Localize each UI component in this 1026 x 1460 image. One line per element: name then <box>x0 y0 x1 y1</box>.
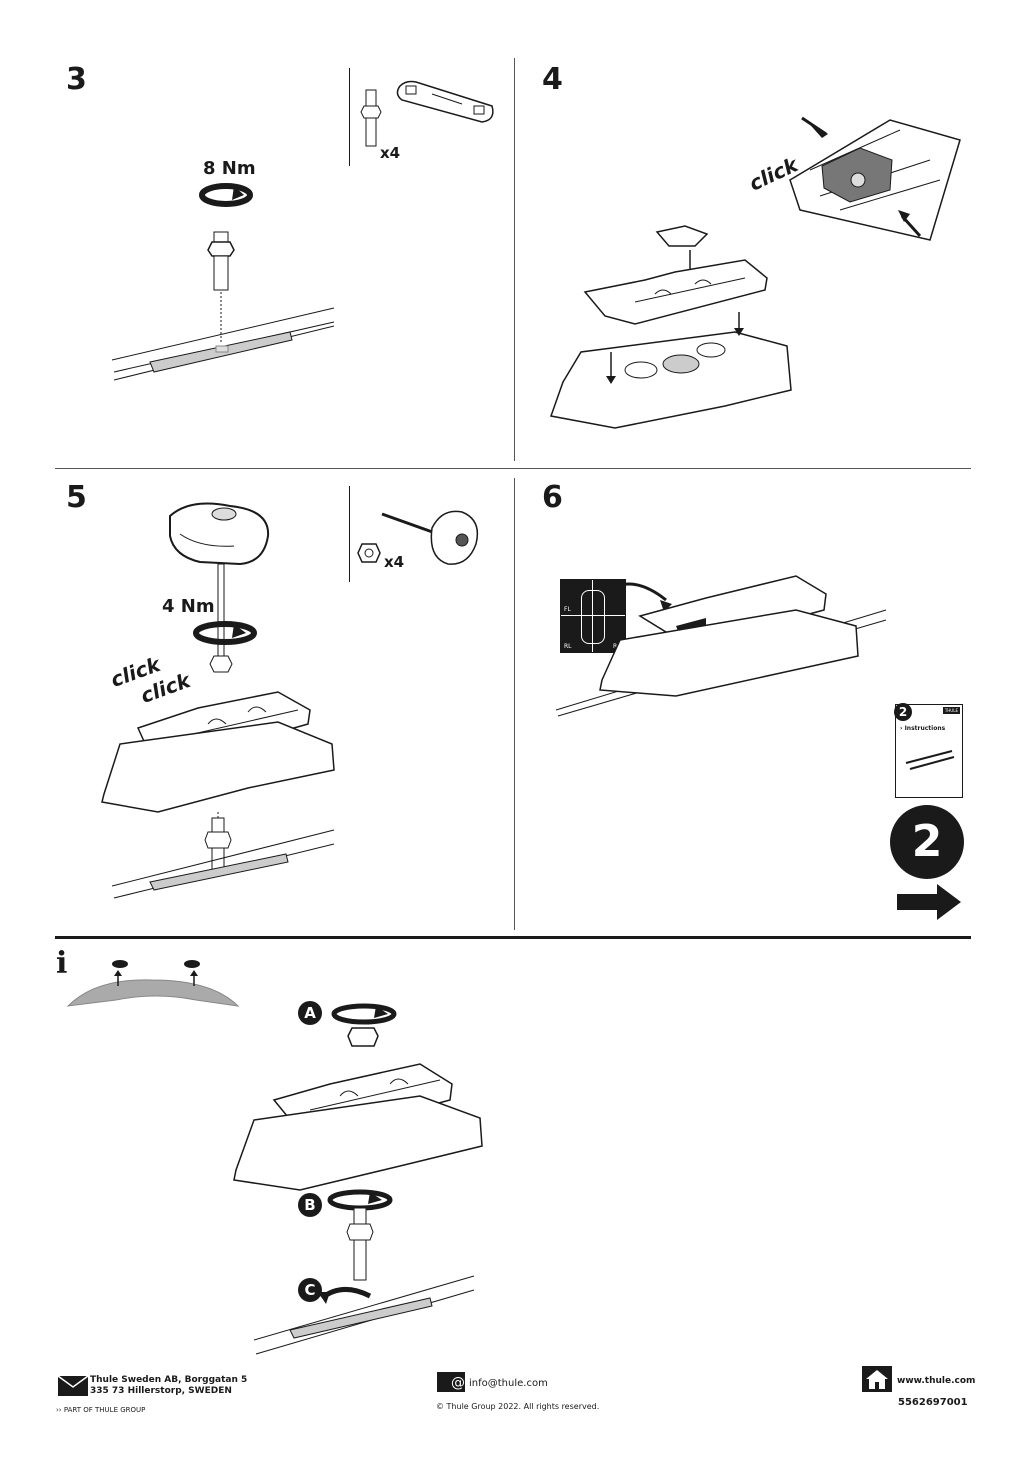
step-6-placement-illustration <box>555 575 887 717</box>
next-booklet-thumbnail: 2 THULE › Instructions <box>894 703 963 798</box>
step-3-torque: 8 Nm <box>203 158 256 179</box>
next-booklet-brand: THULE <box>942 707 960 714</box>
info-icon: i <box>56 946 68 981</box>
torque-wrench-illustration <box>169 502 270 673</box>
email-icon: @ <box>437 1372 465 1392</box>
roof-curvature-illustration <box>66 960 240 1007</box>
step-5-number: 5 <box>66 480 87 515</box>
nut-part-icon <box>357 543 381 563</box>
label-a: A <box>298 1001 322 1025</box>
label-c: C <box>298 1278 322 1302</box>
car-outline-icon <box>581 590 605 644</box>
rotate-arrow-icon <box>193 621 257 645</box>
next-booklet-title-text: Instructions <box>904 725 946 732</box>
footer-group: ›› PART OF THULE GROUP <box>56 1406 146 1414</box>
step-5-parts-divider <box>349 486 350 582</box>
rotate-arrow-icon <box>199 183 253 207</box>
step-5-parts-qty: x4 <box>384 553 405 571</box>
footer-address-line2: 335 73 Hillerstorp, SWEDEN <box>90 1386 232 1396</box>
label-b: B <box>298 1193 322 1217</box>
step-3-parts-divider <box>349 68 350 166</box>
divider-vertical-top <box>514 58 515 461</box>
divider-horizontal-middle <box>55 468 971 469</box>
step-6-number: 6 <box>542 480 563 515</box>
position-rl: RL <box>564 643 572 650</box>
step-5-foot-illustration <box>101 691 335 899</box>
torque-tool-part-icon <box>381 510 479 565</box>
next-booklet-number-badge: 2 <box>894 703 912 721</box>
step-4-assembly-illustration <box>550 225 792 429</box>
step-3-number: 3 <box>66 62 87 97</box>
mail-icon <box>57 1375 89 1396</box>
step-4-clip-detail-illustration <box>789 116 961 241</box>
plate-part-icon <box>396 80 494 123</box>
step-3-bolt-illustration <box>111 231 335 381</box>
divider-vertical-bottom <box>514 478 515 930</box>
next-booklet-circle: 2 <box>890 805 964 879</box>
footer-website[interactable]: www.thule.com <box>897 1376 976 1386</box>
car-position-grid: FL FR RL RR <box>560 579 626 653</box>
footer-group-text: PART OF THULE GROUP <box>63 1406 146 1414</box>
home-icon <box>862 1366 892 1392</box>
step-5-torque: 4 Nm <box>162 596 215 617</box>
bolt-part-icon <box>360 89 382 147</box>
info-assembly-illustration <box>233 1003 483 1355</box>
footer-address-line1: Thule Sweden AB, Borggatan 5 <box>90 1375 248 1385</box>
step-4-number: 4 <box>542 62 563 97</box>
footer-doc-number: 5562697001 <box>898 1397 968 1408</box>
position-fl: FL <box>564 606 571 613</box>
step-3-parts-qty: x4 <box>380 144 401 162</box>
divider-horizontal-info <box>55 936 971 939</box>
next-booklet-title: › Instructions <box>900 725 946 732</box>
footer-copyright: © Thule Group 2022. All rights reserved. <box>436 1402 600 1411</box>
next-arrow-icon <box>897 884 961 920</box>
roof-bars-icon <box>905 750 955 770</box>
footer-email[interactable]: info@thule.com <box>469 1378 548 1389</box>
